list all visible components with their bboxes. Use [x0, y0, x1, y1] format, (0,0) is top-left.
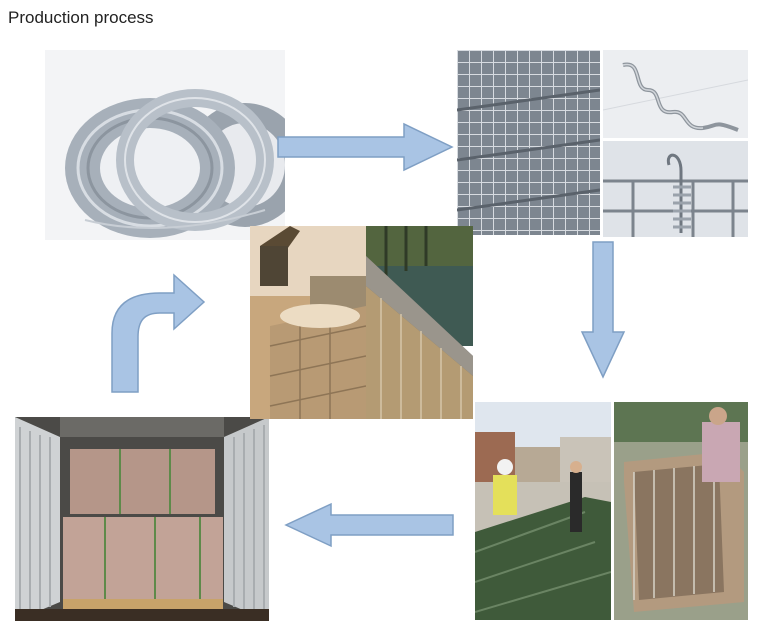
photo-spiral-wire	[603, 50, 748, 138]
arrow-curved-up-right-icon	[108, 255, 208, 395]
photo-packed-container	[15, 417, 269, 621]
arrow-right-icon	[276, 122, 456, 172]
photo-spiral-hook	[603, 141, 748, 237]
photo-wire-coils	[45, 50, 285, 240]
photo-welded-mesh	[457, 50, 600, 235]
photo-barrier-river	[366, 226, 473, 419]
photo-worker-lined-cell	[614, 402, 748, 620]
photo-barrier-sand	[250, 226, 366, 419]
page-title: Production process	[8, 8, 154, 27]
arrow-left-icon	[283, 502, 455, 548]
photo-workers-assembling	[475, 402, 611, 620]
arrow-down-icon	[580, 240, 626, 380]
